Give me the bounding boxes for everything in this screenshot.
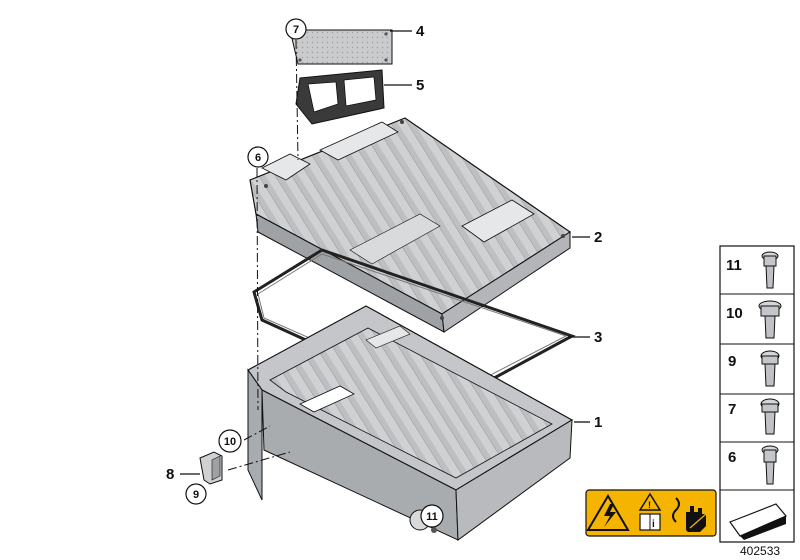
part-4-cover-plate (289, 29, 393, 65)
part-8-bracket (199, 451, 223, 485)
svg-text:11: 11 (426, 511, 438, 523)
screw-icon (761, 445, 779, 485)
callout-3: 3 (594, 329, 602, 346)
fastener-row-7: 7 (728, 398, 780, 435)
circled-callout-10: 10 (218, 429, 242, 453)
part-5-gasket (295, 69, 385, 125)
part-2-upper-housing (249, 117, 572, 333)
assembly-lines (227, 39, 299, 471)
svg-text:6: 6 (728, 449, 736, 466)
screw-icon (760, 350, 780, 387)
svg-text:11: 11 (726, 257, 742, 274)
leader-lines (180, 30, 590, 475)
callout-8: 8 (166, 466, 174, 483)
svg-text:i: i (652, 519, 655, 530)
callout-1: 1 (594, 414, 602, 431)
panel-corner-icon (729, 503, 787, 540)
part-3-gasket (252, 248, 576, 406)
screw-icon (758, 300, 782, 339)
fastener-row-6: 6 (728, 445, 779, 485)
high-voltage-warning-icon (586, 494, 630, 531)
circled-callout-9: 9 (185, 483, 207, 505)
part-1-lower-tray (247, 305, 574, 541)
fastener-row-10: 10 (726, 300, 782, 339)
circled-callout-11: 11 (420, 504, 444, 528)
fastener-row-11: 11 (726, 251, 779, 289)
svg-text:7: 7 (293, 24, 299, 36)
circled-callouts: 7 6 10 9 11 (185, 18, 444, 528)
svg-text:!: ! (648, 500, 651, 510)
svg-text:10: 10 (224, 436, 236, 448)
callout-2: 2 (594, 229, 602, 246)
svg-text:9: 9 (193, 489, 199, 501)
svg-text:6: 6 (255, 152, 261, 164)
protective-glove-icon (672, 497, 707, 532)
screw-icon (761, 251, 779, 289)
callouts: 4 5 2 3 1 8 (166, 23, 602, 483)
info-manual-icon: ! i (638, 492, 662, 531)
callout-4: 4 (416, 23, 425, 40)
svg-text:10: 10 (726, 305, 743, 322)
svg-text:7: 7 (728, 401, 736, 418)
fastener-row-9: 9 (728, 350, 780, 387)
circled-callout-7: 7 (285, 18, 307, 40)
warning-label: ! i (585, 489, 717, 537)
callout-5: 5 (416, 77, 424, 94)
fastener-panel: 11 10 9 7 (719, 245, 795, 543)
screw-icon (760, 398, 780, 435)
circled-callout-6: 6 (247, 146, 269, 168)
svg-text:9: 9 (728, 353, 736, 370)
diagram-ref-number: 402533 (740, 544, 780, 558)
